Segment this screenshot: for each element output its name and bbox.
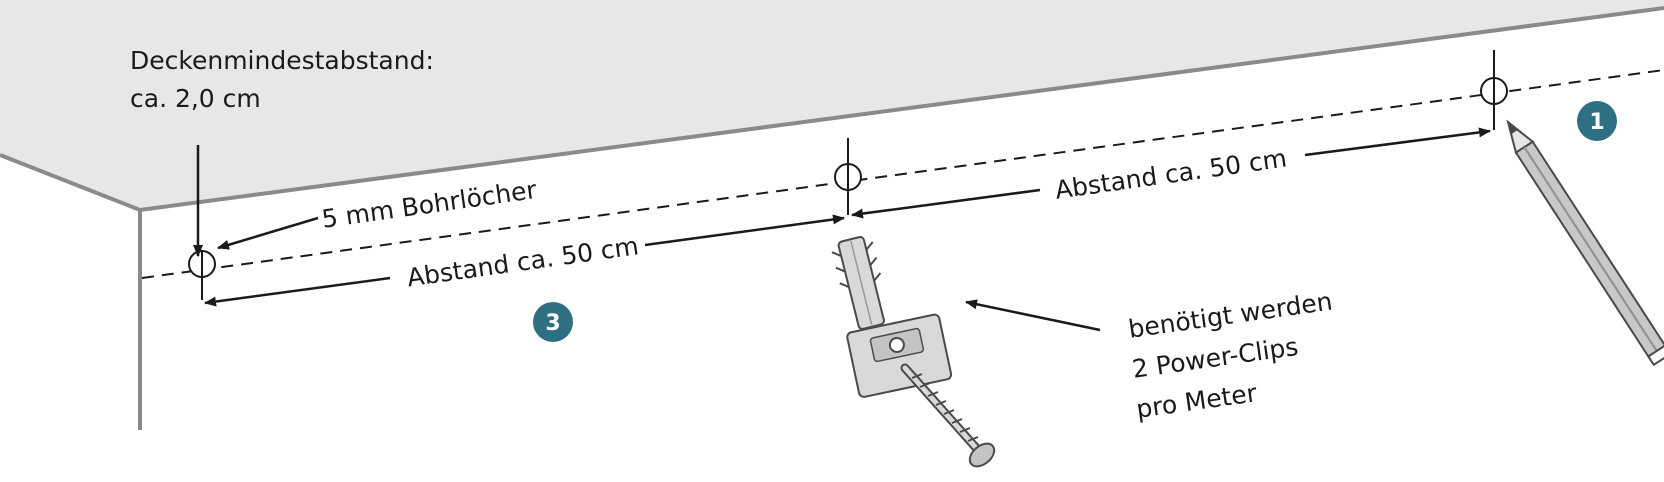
drill-hole-left bbox=[188, 250, 216, 300]
spacing-left-arrow-to-middle bbox=[644, 214, 845, 247]
step-badge-3: 3 bbox=[533, 302, 573, 342]
needed-clips-arrow bbox=[965, 299, 1101, 332]
ceiling-plane bbox=[0, 0, 1664, 210]
power-clip-icon bbox=[846, 313, 953, 398]
drill-hole-middle bbox=[834, 138, 862, 215]
spacing-right-label: Abstand ca. 50 cm bbox=[1053, 143, 1288, 204]
drill-holes-arrow bbox=[217, 216, 319, 250]
spacing-right-arrow-to-hole bbox=[1304, 127, 1491, 157]
wall-plug-icon bbox=[831, 236, 885, 330]
spacing-right-arrow-to-middle bbox=[851, 188, 1041, 219]
drill-hole-right bbox=[1480, 50, 1508, 130]
dashed-drill-guide-line bbox=[141, 69, 1664, 279]
spacing-left-arrow-to-hole bbox=[204, 276, 391, 307]
pencil-icon bbox=[1506, 119, 1664, 367]
ceiling-distance-label-line1: Deckenmindestabstand: bbox=[130, 46, 434, 75]
step-badge-3-number: 3 bbox=[545, 311, 560, 336]
needed-clips-label-line1: benötigt werden bbox=[1127, 286, 1335, 343]
ceiling-distance-label-line2: ca. 2,0 cm bbox=[130, 84, 261, 113]
spacing-left-label: Abstand ca. 50 cm bbox=[405, 231, 640, 292]
step-badge-1: 1 bbox=[1577, 101, 1617, 141]
step-badge-1-number: 1 bbox=[1589, 110, 1604, 135]
needed-clips-label-line3: pro Meter bbox=[1134, 378, 1259, 424]
screw-icon bbox=[900, 363, 996, 468]
